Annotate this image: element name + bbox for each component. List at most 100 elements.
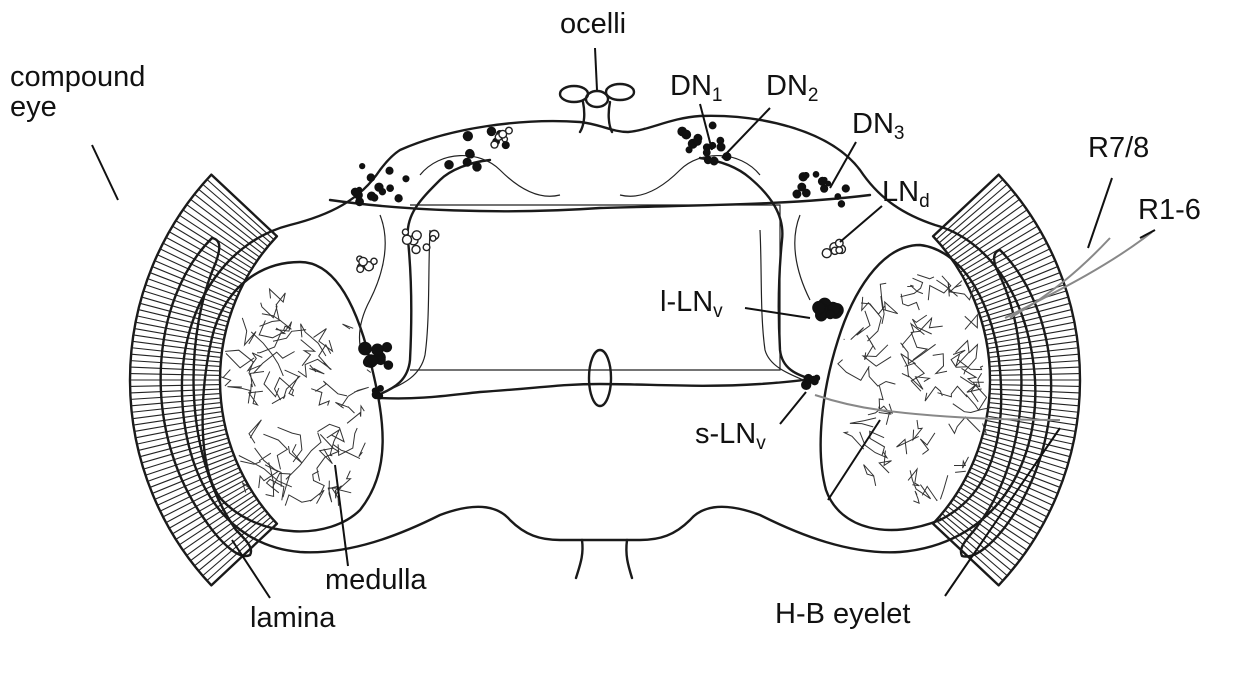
dn1-right-cell: [709, 122, 716, 129]
dn1-left-cell: [463, 158, 471, 166]
label-r78: R7/8: [1088, 134, 1149, 163]
dn3-left-cell: [375, 183, 383, 191]
right-medulla-fiber: [960, 373, 981, 386]
dn3-right-cell: [802, 189, 810, 197]
dn3-left-cell: [386, 167, 393, 174]
left-medulla-fiber: [338, 471, 351, 493]
l-lnv-right-cell: [813, 301, 826, 314]
lnd-left-cell: [402, 229, 408, 235]
right-medulla-fiber: [912, 315, 931, 334]
dn1-left-cell: [502, 142, 509, 149]
left-eye-ommatidium: [130, 385, 220, 387]
left-medulla-fiber: [311, 389, 329, 406]
right-medulla-fiber: [838, 360, 869, 381]
dn1-left-cell: [506, 127, 513, 134]
left-medulla-fiber: [341, 387, 369, 407]
r78-leader: [1088, 178, 1112, 248]
left-medulla-fiber: [310, 490, 324, 504]
left-medulla-fiber: [320, 434, 334, 463]
s-lnv-left-cell: [376, 393, 383, 400]
left-medulla-fiber: [315, 381, 347, 396]
left-medulla-fiber: [263, 434, 287, 469]
neuron-cell-clusters: [351, 122, 849, 399]
left-medulla-fiber: [289, 444, 303, 463]
dn3-left-cell: [367, 174, 374, 181]
lnd-left-cell: [371, 258, 377, 264]
left-eye-ommatidium: [142, 297, 228, 322]
lnd-left-cell: [402, 235, 411, 244]
label-hb-eyelet: H-B eyelet: [775, 600, 910, 629]
neck-connective-right: [626, 540, 632, 578]
dn1-right-cell: [686, 147, 692, 153]
right-eye-ommatidium: [988, 341, 1077, 353]
label-ocelli: ocelli: [560, 10, 626, 39]
right-medulla-fiber: [901, 343, 936, 364]
left-dorsal-arch: [420, 156, 560, 197]
dn3-right-cell: [813, 172, 819, 178]
dn3-right-cell: [793, 190, 801, 198]
right-medulla-fiber: [844, 339, 845, 340]
dn2-right-cell: [704, 156, 711, 163]
label-lamina: lamina: [250, 604, 335, 633]
left-medulla-fiber: [253, 352, 294, 374]
right-medulla-fiber: [879, 451, 891, 474]
neck-connective-left: [576, 540, 583, 578]
left-horizontal-tract: [380, 378, 815, 398]
dn3-right-cell: [803, 172, 809, 178]
dn3-right-cell: [822, 177, 827, 182]
label-compound-eye: compound eye: [10, 62, 145, 123]
right-medulla-fiber: [897, 436, 919, 454]
label-dn2: DN2: [766, 72, 818, 101]
left-medulla-fiber: [276, 306, 291, 331]
dn1-left-cell: [445, 161, 454, 170]
left-lnv-projection: [378, 160, 490, 395]
dn3-left-cell: [403, 176, 409, 182]
label-r16: R1-6: [1138, 196, 1201, 225]
right-medulla-fiber: [861, 303, 881, 341]
right-eye-ommatidium: [963, 232, 1041, 276]
eyelet-axon: [815, 395, 1060, 420]
right-eye-ommatidium: [965, 237, 1044, 280]
left-eye-ommatidium: [142, 438, 228, 463]
label-medulla: medulla: [325, 566, 427, 595]
left-eye-ommatidium: [131, 398, 221, 406]
dn1-left-cell: [473, 163, 481, 171]
label-dn1: DN1: [670, 72, 722, 101]
left-medulla-fiber: [285, 370, 299, 396]
left-medulla-fiber: [309, 365, 324, 374]
label-s-lnv: s-LNv: [695, 420, 766, 449]
left-medulla-fiber: [343, 324, 354, 329]
right-medulla-fiber: [933, 354, 947, 374]
left-medulla: [203, 262, 383, 531]
left-eye-ommatidium: [166, 480, 245, 523]
label-l-lnv: l-LNv: [660, 288, 723, 317]
left-medulla-fiber: [318, 424, 345, 441]
dn2-right-cell: [717, 143, 725, 151]
r16-leader: [1140, 230, 1155, 238]
right-medulla-fiber: [902, 324, 924, 348]
central-neuropil: [410, 205, 780, 370]
right-medulla-network: [838, 273, 992, 503]
left-medulla-fiber: [285, 495, 312, 506]
right-medulla-fiber: [911, 331, 927, 360]
right-medulla-fiber: [917, 275, 934, 279]
left-eye-ommatidium: [140, 434, 227, 457]
label-dn3: DN3: [852, 110, 904, 139]
dn3-right-cell: [838, 201, 844, 207]
right-medulla-fiber: [940, 475, 947, 499]
right-medulla-fiber: [869, 367, 896, 386]
r16-axon: [1005, 232, 1152, 318]
right-medulla-fiber: [949, 417, 980, 433]
compound-eye-leader: [92, 145, 118, 200]
left-medulla-fiber: [335, 402, 354, 413]
left-medulla-fiber: [251, 372, 265, 394]
lnd-left-cell: [423, 244, 430, 251]
right-medulla-fiber: [900, 278, 922, 297]
ocelli-leader: [595, 48, 597, 90]
l-lnv-left-cell: [359, 342, 372, 355]
right-medulla-fiber: [955, 471, 966, 472]
left-eye-ommatidium: [176, 221, 252, 269]
left-eye-ommatidium: [130, 374, 220, 376]
left-lateral-branch: [359, 215, 385, 345]
l-lnv-left-cell: [368, 356, 378, 366]
